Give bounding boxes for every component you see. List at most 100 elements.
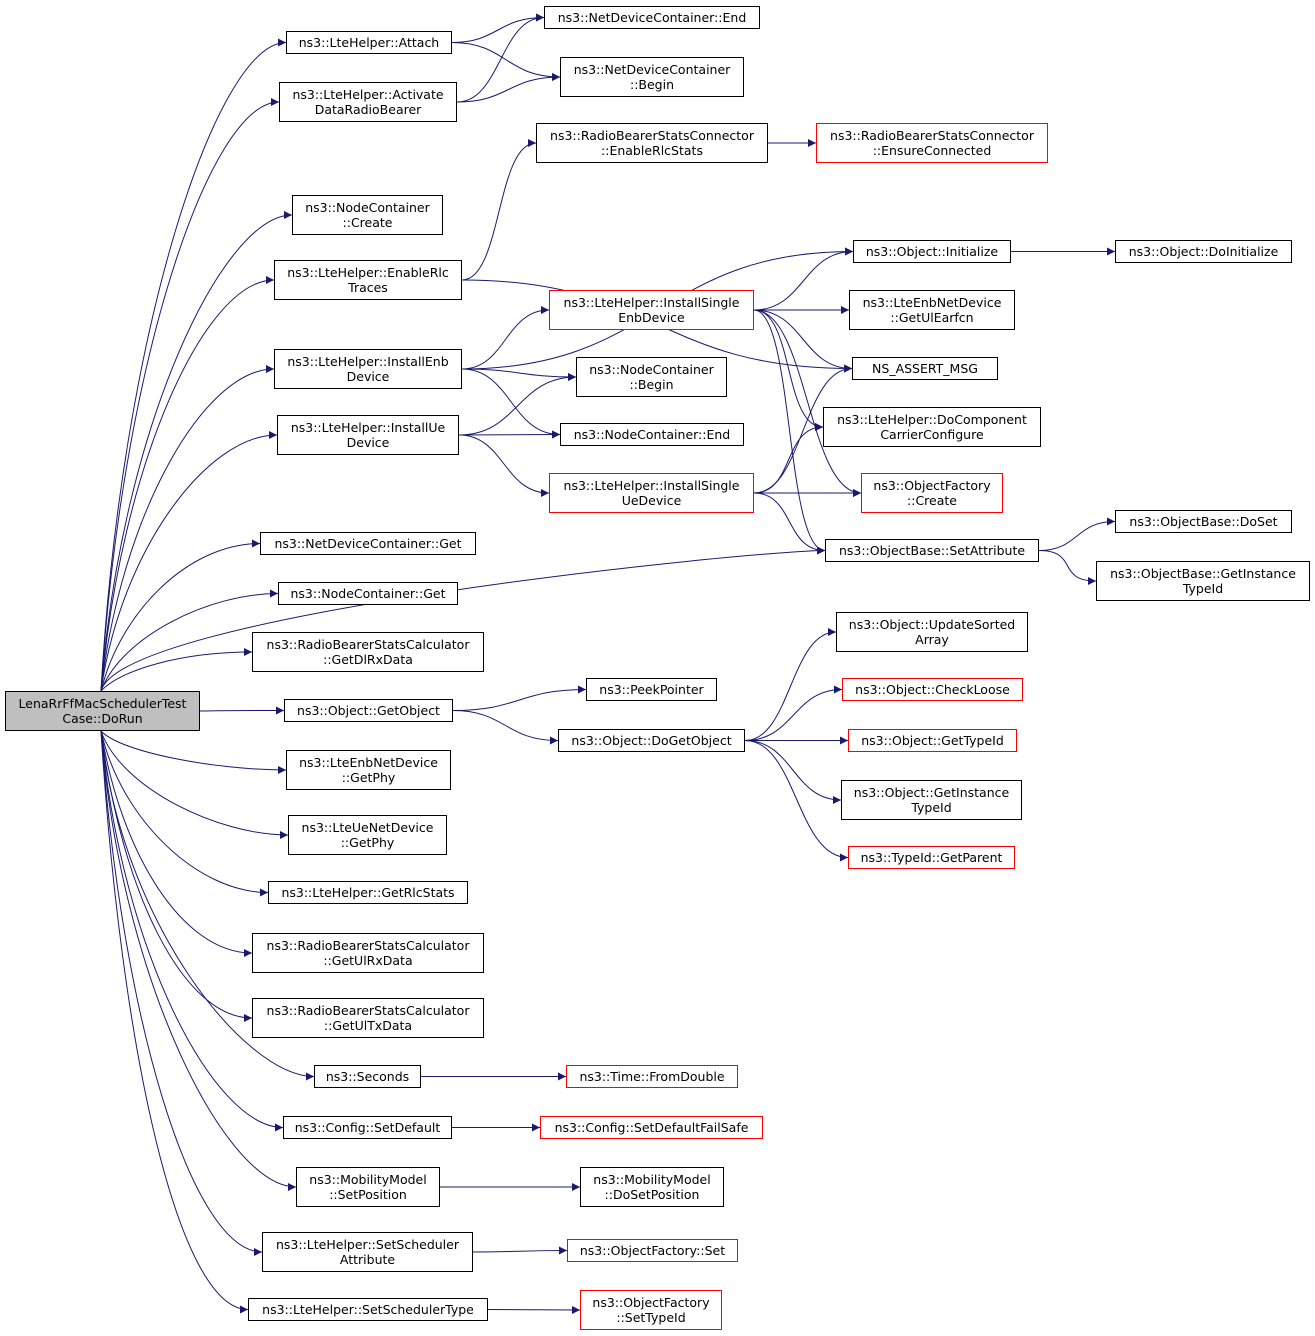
edge-root-to-setschedattr [100,730,263,1256]
graph-node-rbsc-ensure[interactable]: ns3::RadioBearerStatsConnector ::EnsureC… [816,123,1048,163]
graph-node-obj-checkloose[interactable]: ns3::Object::CheckLoose [842,678,1023,701]
graph-node-ue-getphy[interactable]: ns3::LteUeNetDevice ::GetPhy [288,815,447,855]
edge-root-to-installue [100,431,278,692]
graph-node-activate[interactable]: ns3::LteHelper::Activate DataRadioBearer [279,82,457,122]
graph-node-ndc-end[interactable]: ns3::NetDeviceContainer::End [544,6,760,29]
graph-node-enb-getphy[interactable]: ns3::LteEnbNetDevice ::GetPhy [286,750,451,790]
graph-node-setposition[interactable]: ns3::MobilityModel ::SetPosition [296,1167,440,1207]
graph-node-of-settypeid[interactable]: ns3::ObjectFactory ::SetTypeId [580,1290,722,1330]
graph-node-installenb[interactable]: ns3::LteHelper::InstallEnb Device [274,349,462,389]
graph-node-setdefaultfs[interactable]: ns3::Config::SetDefaultFailSafe [540,1116,763,1139]
edge-dogetobject-to-obj-getinst [744,740,842,804]
graph-node-ndc-begin[interactable]: ns3::NetDeviceContainer ::Begin [560,57,744,97]
graph-node-seconds[interactable]: ns3::Seconds [314,1065,421,1088]
graph-node-obj-upd[interactable]: ns3::Object::UpdateSorted Array [836,612,1028,652]
edge-isenb-to-docc [753,309,824,431]
edge-dogetobject-to-tid-parent [744,740,849,862]
edge-isenb-to-of-create [753,309,862,497]
edge-setschedattr-to-of-set [472,1246,568,1255]
graph-node-enablerlc[interactable]: ns3::LteHelper::EnableRlc Traces [274,260,462,300]
edge-attach-to-ndc-begin [451,42,561,81]
graph-node-fromdouble[interactable]: ns3::Time::FromDouble [566,1065,738,1088]
edge-installenb-to-nc-begin [461,368,577,381]
edge-enablerlc-to-rbsc-enable [461,139,537,281]
edge-isue-to-assert [753,364,853,494]
edge-root-to-attach [100,38,287,692]
graph-node-attach[interactable]: ns3::LteHelper::Attach [286,31,452,54]
graph-node-dosetposition[interactable]: ns3::MobilityModel ::DoSetPosition [580,1167,724,1207]
graph-node-of-create[interactable]: ns3::ObjectFactory ::Create [861,473,1003,513]
edge-root-to-ue-getphy [100,730,289,839]
graph-node-setschedtype[interactable]: ns3::LteHelper::SetSchedulerType [248,1298,488,1321]
edge-activate-to-ndc-end [456,13,545,103]
edge-isenb-to-obj-init [753,247,854,311]
edge-root-to-setposition [100,730,297,1191]
graph-node-docc[interactable]: ns3::LteHelper::DoComponent CarrierConfi… [823,407,1041,447]
edge-dogetobject-to-obj-checkloose [744,685,843,741]
edge-isenb-to-assert [753,309,853,373]
edge-setschedtype-to-of-settypeid [487,1305,581,1314]
graph-node-ob-getinst[interactable]: ns3::ObjectBase::GetInstance TypeId [1096,561,1310,601]
graph-node-of-set[interactable]: ns3::ObjectFactory::Set [567,1239,738,1262]
edge-root-to-enb-getphy [100,730,287,774]
graph-node-nc-begin[interactable]: ns3::NodeContainer ::Begin [576,357,727,397]
edge-root-to-nc-get [100,589,279,692]
edge-attach-to-ndc-end [451,13,545,43]
edge-installenb-to-nc-end [461,368,561,439]
edge-root-to-enablerlc [100,276,275,692]
edge-root-to-setdefault [100,730,284,1132]
graph-node-nc-get[interactable]: ns3::NodeContainer::Get [278,582,458,605]
edge-root-to-seconds [100,730,315,1081]
graph-node-rbsc-enable[interactable]: ns3::RadioBearerStatsConnector ::EnableR… [536,123,768,163]
graph-node-isue[interactable]: ns3::LteHelper::InstallSingle UeDevice [549,473,754,513]
graph-node-installue[interactable]: ns3::LteHelper::InstallUe Device [277,415,459,455]
graph-node-getultx[interactable]: ns3::RadioBearerStatsCalculator ::GetUlT… [252,998,484,1038]
graph-node-setdefault[interactable]: ns3::Config::SetDefault [283,1116,452,1139]
graph-node-ndc-get[interactable]: ns3::NetDeviceContainer::Get [260,532,476,555]
edge-root-to-getrlcstats [100,730,269,897]
graph-node-dogetobject[interactable]: ns3::Object::DoGetObject [558,729,745,752]
graph-node-obj-getinst[interactable]: ns3::Object::GetInstance TypeId [841,780,1022,820]
graph-node-tid-parent[interactable]: ns3::TypeId::GetParent [848,846,1015,869]
edge-root-to-getobject [199,706,285,715]
edge-root-to-ndc-get [100,539,261,692]
graph-node-getulearfcn[interactable]: ns3::LteEnbNetDevice ::GetUlEarfcn [849,290,1015,330]
edge-root-to-setschedtype [100,730,249,1314]
graph-node-getobject[interactable]: ns3::Object::GetObject [284,699,453,722]
edge-isue-to-docc [753,423,824,494]
edge-activate-to-ndc-begin [456,73,561,103]
graph-node-obj-init[interactable]: ns3::Object::Initialize [853,240,1011,263]
graph-node-nc-create[interactable]: ns3::NodeContainer ::Create [292,195,443,235]
edge-isenb-to-ob-setattr [753,309,826,555]
edge-installue-to-nc-begin [458,373,577,436]
edge-ob-setattr-to-ob-doset [1038,517,1116,551]
graph-node-ob-setattr[interactable]: ns3::ObjectBase::SetAttribute [825,539,1039,562]
edge-ob-setattr-to-ob-getinst [1038,550,1097,585]
graph-node-getrlcstats[interactable]: ns3::LteHelper::GetRlcStats [268,881,468,904]
edge-getobject-to-dogetobject [452,710,559,745]
edge-root-to-getulrx [100,730,253,957]
graph-node-isenb[interactable]: ns3::LteHelper::InstallSingle EnbDevice [549,290,754,330]
edge-installue-to-nc-end [458,430,561,439]
graph-node-setschedattr[interactable]: ns3::LteHelper::SetScheduler Attribute [262,1232,473,1272]
edge-dogetobject-to-obj-upd [744,628,837,741]
graph-node-obj-doinit[interactable]: ns3::Object::DoInitialize [1115,240,1292,263]
edge-root-to-nc-create [100,211,293,692]
graph-node-getulrx[interactable]: ns3::RadioBearerStatsCalculator ::GetUlR… [252,933,484,973]
edge-isue-to-ob-setattr [753,492,826,555]
edge-root-to-getdlrx [100,648,253,692]
graph-node-nc-end[interactable]: ns3::NodeContainer::End [560,423,744,446]
edge-installenb-to-isenb [461,306,550,370]
graph-node-root[interactable]: LenaRrFfMacSchedulerTest Case::DoRun [5,691,200,731]
graph-node-peek[interactable]: ns3::PeekPointer [586,678,717,701]
graph-node-obj-gettypeid[interactable]: ns3::Object::GetTypeId [848,729,1017,752]
graph-node-ob-doset[interactable]: ns3::ObjectBase::DoSet [1115,510,1292,533]
edge-root-to-installenb [100,365,275,692]
edge-root-to-activate [100,98,280,692]
graph-node-assert[interactable]: NS_ASSERT_MSG [852,357,998,380]
graph-node-getdlrx[interactable]: ns3::RadioBearerStatsCalculator ::GetDlR… [252,632,484,672]
edge-getobject-to-peek [452,685,587,711]
edge-installue-to-isue [458,434,550,497]
